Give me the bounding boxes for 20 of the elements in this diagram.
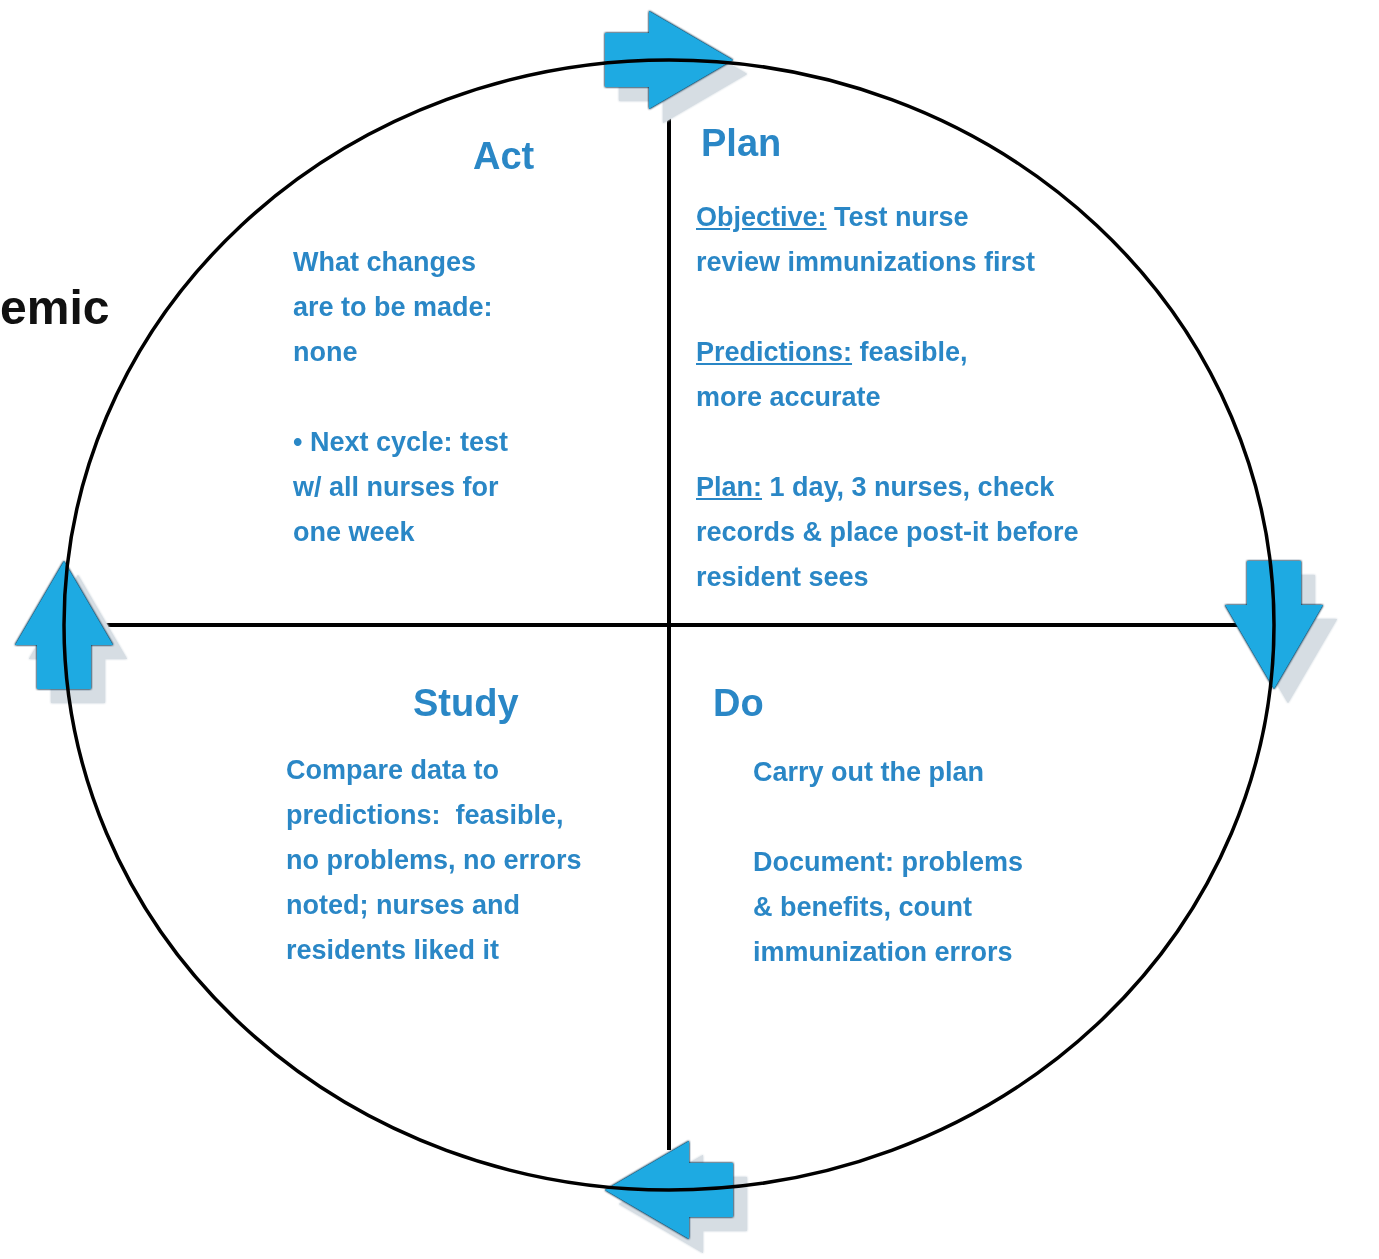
cycle-quadrant bbox=[64, 625, 669, 1190]
cut-off-text: emic bbox=[0, 280, 110, 336]
quadrant-title: Plan bbox=[701, 121, 782, 166]
quadrant-text: Compare data to predictions: feasible, no problems, no errors noted; nurses and residents liked it bbox=[286, 754, 583, 967]
quadrant-title: Do bbox=[713, 681, 764, 726]
quadrant-text: • Next cycle: test w/ all nurses for one week bbox=[293, 426, 510, 549]
block-arrow bbox=[15, 561, 113, 689]
quadrant-text: Predictions: feasible, more accurate bbox=[696, 336, 969, 414]
quadrant-text: Carry out the plan bbox=[753, 756, 986, 789]
quadrant-text: Document: problems & benefits, count immunization errors bbox=[753, 846, 1025, 969]
cycle-quadrant bbox=[669, 625, 1274, 1190]
block-arrow bbox=[605, 11, 733, 109]
quadrant-title: Act bbox=[473, 134, 535, 179]
quadrant-text: Objective: Test nurse review immunizations first bbox=[696, 201, 1037, 279]
cycle-quadrant bbox=[669, 60, 1274, 625]
block-arrow bbox=[605, 1141, 733, 1239]
block-arrow bbox=[1225, 561, 1323, 689]
quadrant-title: Study bbox=[413, 681, 519, 726]
quadrant-text: What changes are to be made: none bbox=[293, 246, 494, 369]
quadrant-text: Plan: 1 day, 3 nurses, check records & place post-it before resident sees bbox=[696, 471, 1080, 594]
